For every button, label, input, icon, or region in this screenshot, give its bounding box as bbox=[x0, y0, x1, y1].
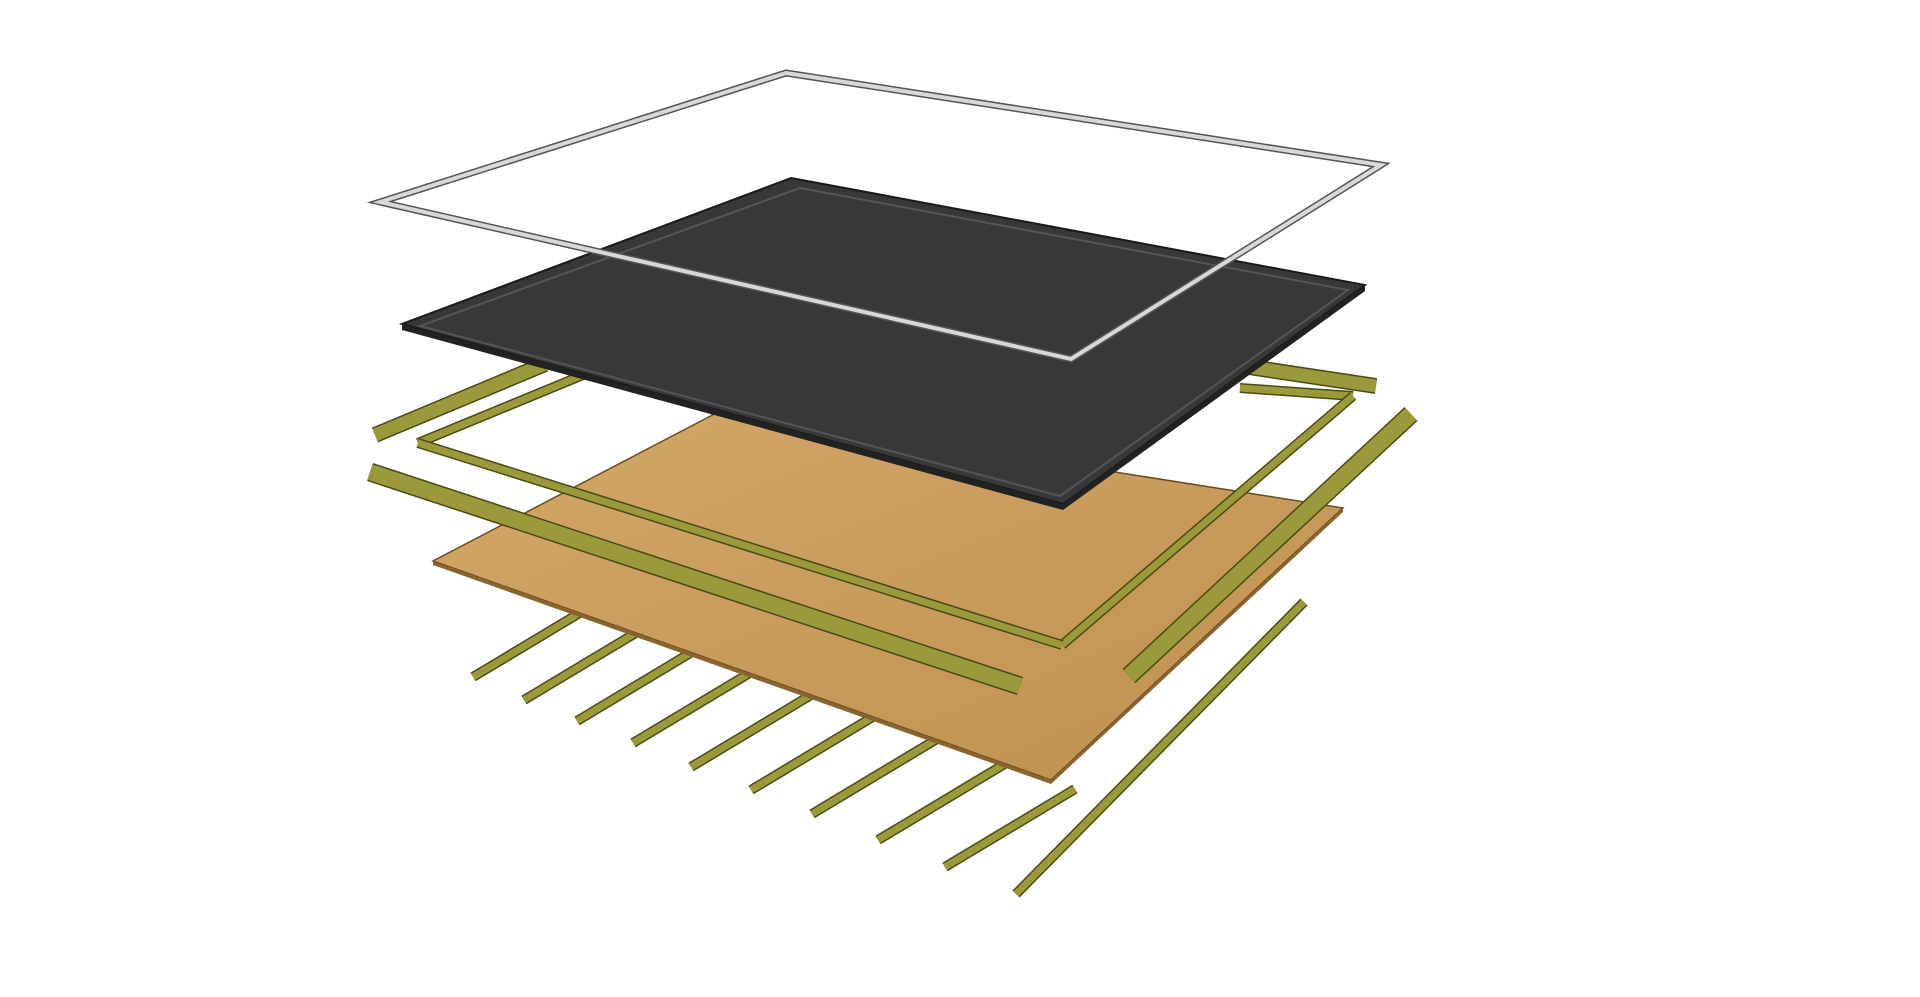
joist-long-right bbox=[1012, 598, 1308, 898]
joist-3 bbox=[574, 638, 710, 726]
inner-frame-front bbox=[416, 438, 1064, 650]
membrane-upturn bbox=[416, 186, 1351, 498]
joist-7 bbox=[809, 731, 945, 819]
timber-joists bbox=[470, 594, 1308, 898]
joist-4 bbox=[630, 660, 766, 748]
inner-frame-right bbox=[1058, 392, 1357, 649]
joist-9 bbox=[942, 784, 1078, 872]
timber-batten-frame bbox=[367, 356, 1418, 696]
rubber-membrane bbox=[398, 176, 1368, 506]
batten-back-left bbox=[371, 356, 549, 443]
batten-front-left bbox=[367, 462, 1023, 696]
inner-frame-back-left bbox=[416, 363, 602, 448]
joist-5 bbox=[688, 684, 824, 772]
batten-front-right bbox=[1122, 407, 1418, 683]
joist-6 bbox=[748, 707, 884, 795]
aluminium-trim-frame-highlight bbox=[372, 70, 1387, 362]
joist-8 bbox=[875, 757, 1011, 845]
inner-frame-back-right bbox=[1239, 383, 1354, 401]
batten-back-right bbox=[1247, 359, 1378, 394]
